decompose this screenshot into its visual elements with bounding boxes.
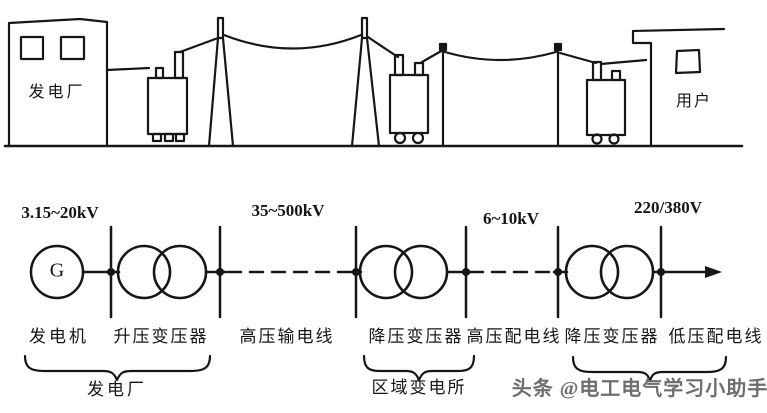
watermark-text: 头条 @电工电气学习小助手 (511, 378, 767, 400)
transmission-tower-1 (207, 16, 235, 148)
user-transformer-bushing-tall (591, 60, 603, 82)
stepup-transformer-symbol-left (116, 244, 172, 300)
component-label-hv-transmission-line: 高压输电线 (239, 327, 335, 346)
bus-connection-dots (107, 268, 665, 276)
wire-pole2-to-user (558, 51, 648, 66)
transmission-voltage-label: 35~500kV (251, 201, 325, 220)
plant-annex-roof (105, 66, 151, 72)
substation-transformer-body (388, 73, 430, 135)
brace-power-plant (23, 354, 212, 382)
user-transformer-bushing-short (610, 69, 622, 82)
brace-user-transformer (571, 355, 728, 383)
stepdown-transformer2-symbol-left (564, 244, 620, 300)
component-label-stepup-transformer: 升压变压器 (113, 327, 209, 346)
substation-transformer-wheel-1 (393, 131, 407, 145)
user-transformer-body (585, 78, 627, 137)
component-label-stepdown-transformer-1: 降压变压器 (368, 327, 464, 346)
user-building-label: 用户 (675, 93, 713, 110)
pole-2-cap (553, 42, 563, 52)
substation-transformer-wheel-2 (411, 131, 425, 145)
output-arrowhead (705, 266, 722, 278)
substation-transformer-bushing-tall (393, 53, 405, 77)
substation-transformer-bushing-short (413, 61, 425, 77)
stepup-transformer-symbol-right (152, 244, 208, 300)
group-label-regional-substation: 区域变电所 (371, 378, 467, 397)
stepdown-transformer2-symbol-right (599, 244, 655, 300)
lv-distribution-voltage-label: 220/380V (634, 198, 702, 217)
wire-plant-to-tower1 (178, 36, 220, 54)
component-label-generator: 发电机 (29, 327, 89, 346)
pole-1-cap (438, 42, 448, 52)
plant-transformer-foot-2 (163, 132, 175, 143)
component-label-hv-distribution-line: 高压配电线 (466, 327, 562, 346)
wire-span-tower1-tower2 (222, 33, 363, 50)
one-line-schematic (23, 225, 728, 383)
wire-tower2-to-substation (366, 35, 400, 59)
user-window (674, 48, 702, 75)
wire-span-pole1-pole2 (443, 50, 558, 62)
component-label-stepdown-transformer-2: 降压变压器 (564, 327, 660, 346)
wire-substation-to-pole1 (420, 48, 445, 64)
plant-window-1 (19, 35, 45, 61)
user-transformer-wheel-2 (608, 133, 620, 145)
generator-letter: G (49, 259, 65, 282)
stepdown-transformer1-symbol-right (393, 244, 449, 300)
transmission-tower-2 (350, 16, 381, 148)
plant-transformer-bushing-small (154, 66, 165, 80)
hv-distribution-voltage-label: 6~10kV (482, 209, 540, 228)
power-plant-building-label: 发电厂 (28, 84, 86, 101)
stepdown-transformer1-symbol-left (358, 244, 414, 300)
plant-transformer-foot-1 (151, 132, 163, 143)
transmission-illustration (3, 16, 744, 148)
user-building (631, 27, 726, 147)
group-label-power-plant: 发电厂 (87, 380, 147, 399)
plant-transformer-foot-3 (174, 132, 186, 143)
generator-voltage-label: 3.15~20kV (21, 203, 99, 222)
component-label-lv-distribution-line: 低压配电线 (668, 327, 764, 346)
power-plant-building (7, 17, 109, 148)
brace-substation (362, 354, 476, 382)
user-transformer-wheel-1 (591, 133, 603, 145)
plant-window-2 (59, 35, 86, 61)
plant-transformer-bushing-tall (173, 50, 185, 80)
plant-transformer-body (146, 76, 189, 136)
